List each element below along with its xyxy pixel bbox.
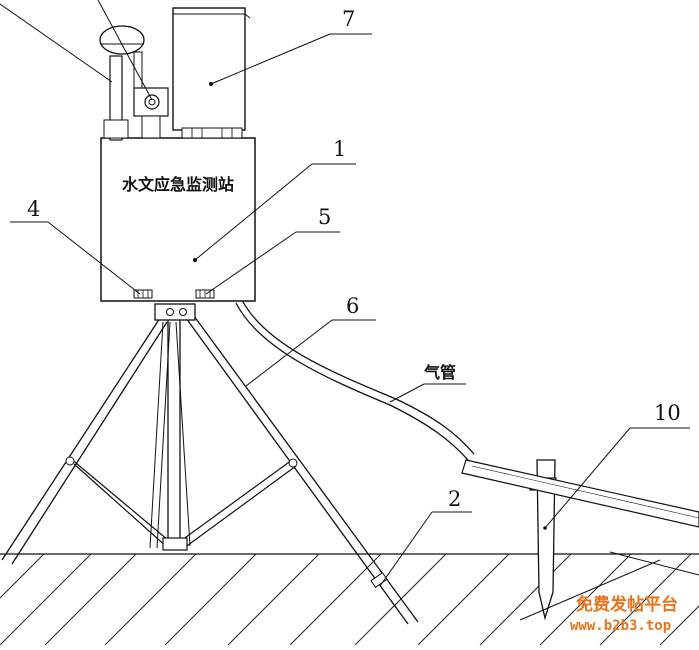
station-enclosure: 水文应急监测站 xyxy=(100,137,256,302)
antenna-mast xyxy=(99,25,169,141)
callout-7: 7 xyxy=(342,7,355,31)
watermark-line1: 免费发帖平台 xyxy=(576,594,678,615)
gas-pipe xyxy=(235,299,475,461)
callout-5: 5 xyxy=(318,205,331,229)
watermark-line2: www.b2b3.top xyxy=(570,618,671,634)
anchor-stake-10 xyxy=(461,459,699,621)
callout-1: 1 xyxy=(333,137,346,161)
callout-6: 6 xyxy=(346,294,359,318)
station-label: 水文应急监测站 xyxy=(122,175,234,194)
callout-2: 2 xyxy=(448,487,461,511)
watermark: 免费发帖平台 www.b2b3.top xyxy=(570,594,678,634)
pipe-sleeve xyxy=(461,459,699,528)
tripod-head xyxy=(154,303,196,321)
gps-antenna xyxy=(99,25,145,55)
callout-4: 4 xyxy=(27,197,40,221)
tripod xyxy=(1,303,419,625)
equipment-cabinet-7 xyxy=(172,7,251,139)
tripod-hub xyxy=(162,537,188,551)
callouts: 7 1 4 5 6 气管 10 2 xyxy=(0,0,690,587)
gas-pipe-label: 气管 xyxy=(423,363,456,382)
callout-10: 10 xyxy=(654,401,681,425)
